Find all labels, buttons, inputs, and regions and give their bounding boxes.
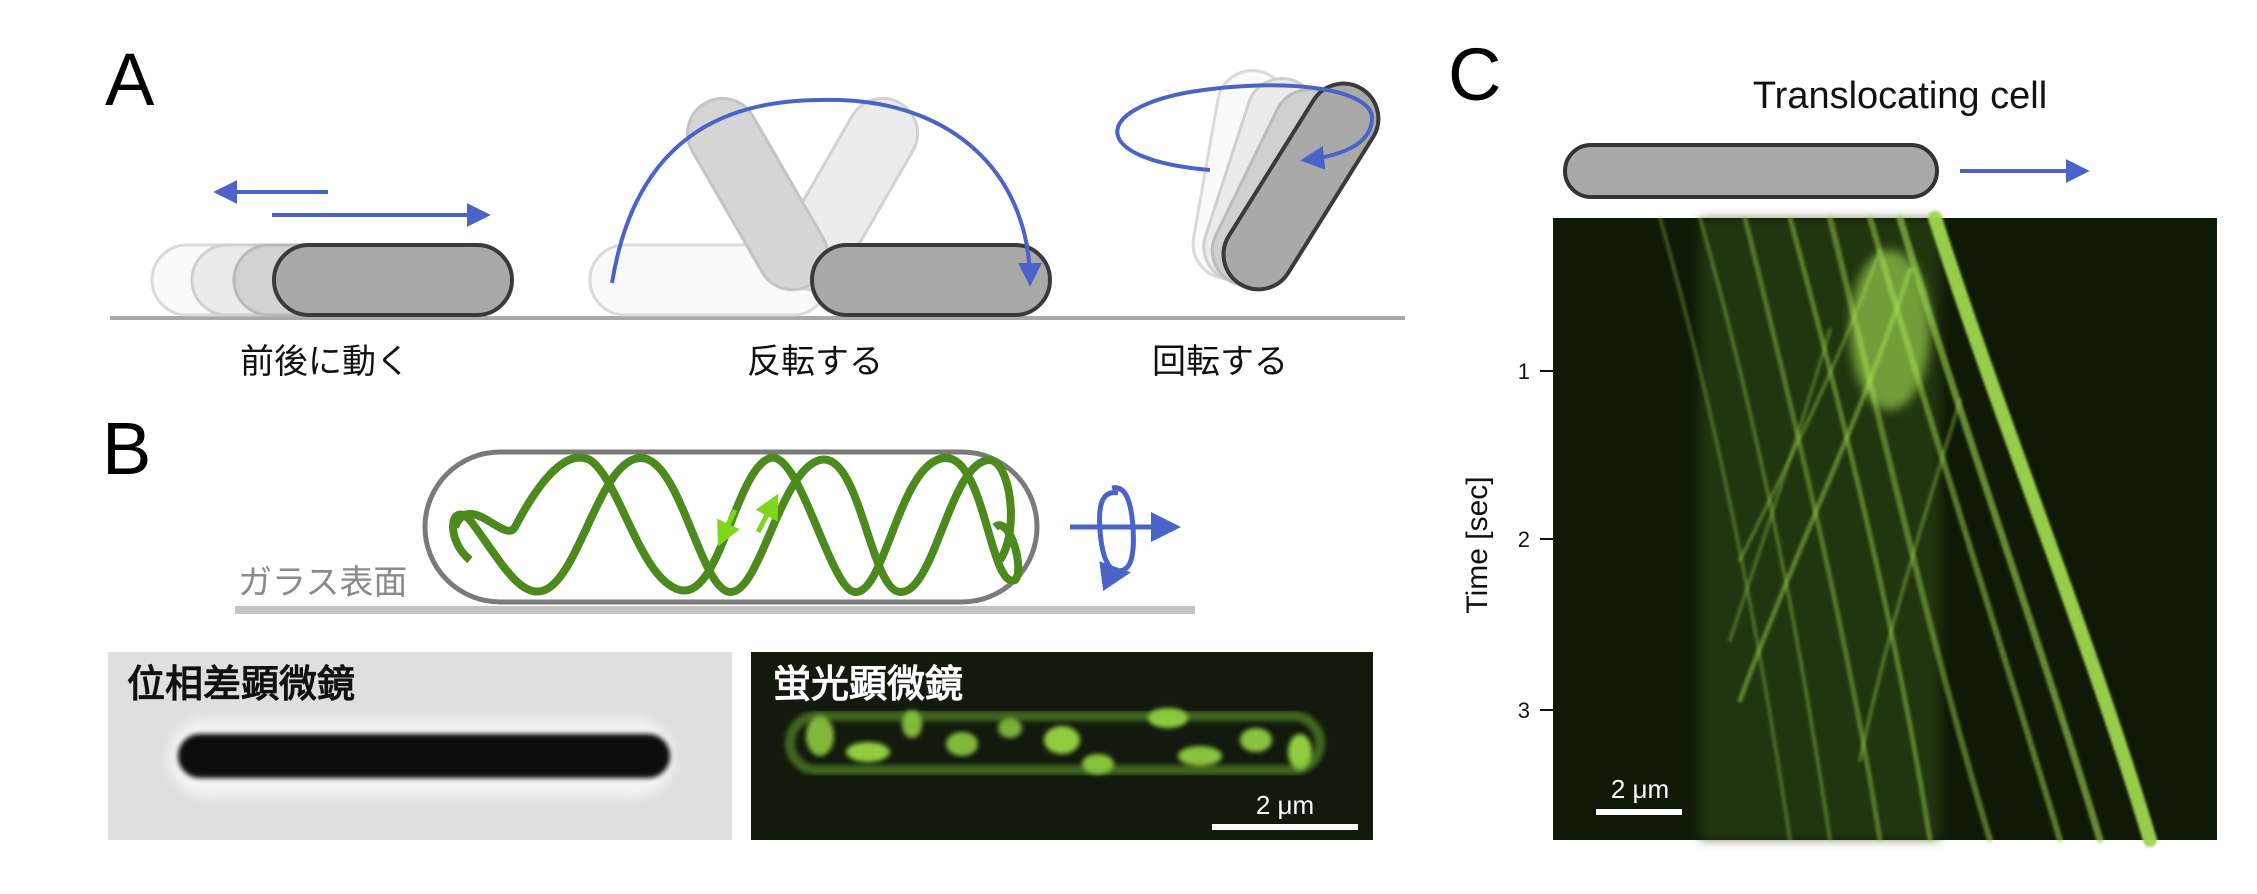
rotate-arrow-icon bbox=[1115, 83, 1375, 172]
panel-a: A 前後に動く 反転する bbox=[105, 38, 1405, 382]
rotation-arrow-icon bbox=[1070, 485, 1181, 592]
glass-surface-label: ガラス表面 bbox=[238, 563, 407, 603]
panel-c-letter: C bbox=[1448, 33, 1501, 116]
scale-label-c: 2 μm bbox=[1611, 774, 1669, 804]
fluorescence-image: 蛍光顕微鏡 2 μm bbox=[751, 652, 1373, 840]
translocating-cell bbox=[1563, 143, 1939, 199]
cell-body bbox=[272, 243, 514, 317]
caption-flip: 反転する bbox=[747, 342, 883, 382]
y-tick-label: 1 bbox=[1518, 359, 1530, 384]
y-tick-label: 2 bbox=[1518, 527, 1530, 552]
flip-arc-arrow-icon bbox=[610, 97, 1042, 287]
panel-a-letter: A bbox=[105, 38, 155, 121]
back-forth-cells bbox=[150, 243, 514, 317]
scale-label-b: 2 μm bbox=[1256, 790, 1314, 820]
fluorescence-label: 蛍光顕微鏡 bbox=[773, 662, 963, 706]
panel-b-letter: B bbox=[102, 407, 151, 490]
y-axis-title: Time [sec] bbox=[1461, 476, 1494, 613]
helix-strand-2 bbox=[449, 453, 1015, 596]
phase-contrast-label: 位相差顕微鏡 bbox=[127, 662, 355, 706]
panel-c-title: Translocating cell bbox=[1753, 75, 2047, 117]
caption-rotate: 回転する bbox=[1152, 342, 1288, 382]
kymograph bbox=[1553, 211, 2217, 847]
rotate-cells bbox=[1191, 69, 1381, 292]
cell-body bbox=[1221, 81, 1381, 292]
phase-contrast-image: 位相差顕微鏡 bbox=[108, 652, 732, 840]
y-axis: 1 2 3 Time [sec] bbox=[1461, 359, 1553, 723]
green-arrow-up-icon bbox=[755, 493, 779, 534]
green-arrow-down-icon bbox=[717, 508, 740, 547]
caption-back-forth: 前後に動く bbox=[240, 342, 410, 382]
panel-c: C Translocating cell bbox=[1448, 33, 2217, 847]
panel-b: B ガラス表面 位相差顕微鏡 bbox=[102, 407, 1373, 840]
helix-strand-1 bbox=[451, 453, 1023, 596]
y-tick-label: 3 bbox=[1518, 698, 1530, 723]
flip-cells bbox=[588, 96, 1052, 317]
cell-body bbox=[810, 243, 1052, 317]
